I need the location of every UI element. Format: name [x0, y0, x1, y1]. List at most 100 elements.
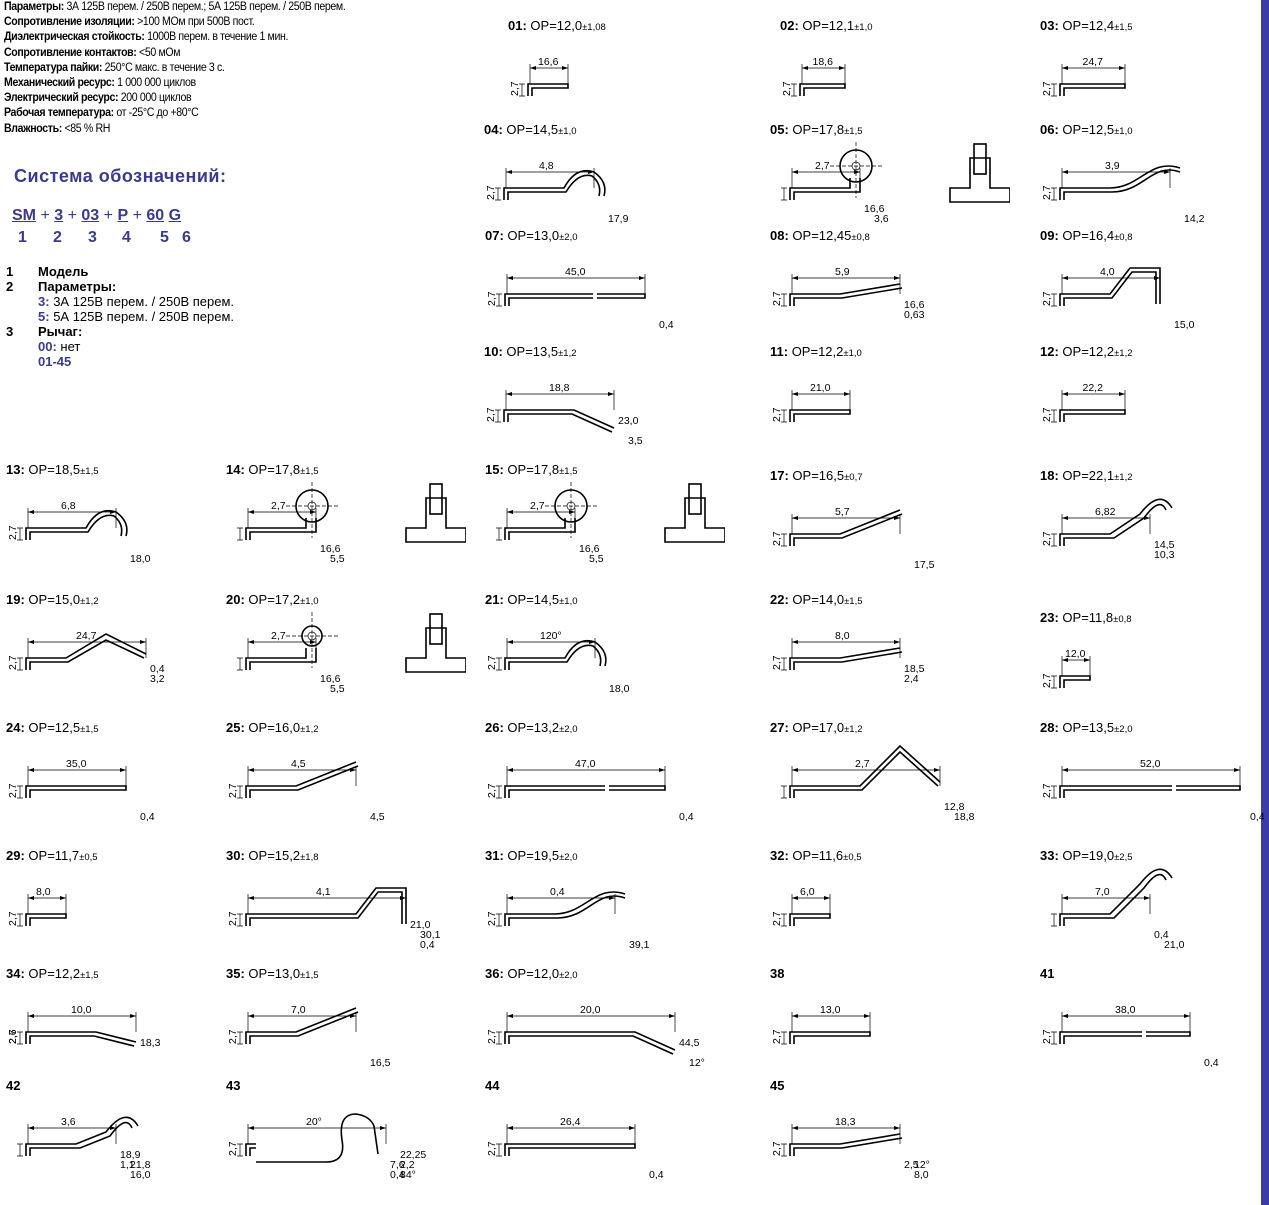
dimension-label: 8,0: [835, 630, 850, 642]
lever-13-label: 13: OP=18,5±1,5: [6, 462, 99, 477]
dimension-label: 16,6: [904, 299, 925, 311]
dimension-label: 10,3: [1154, 549, 1175, 561]
dimension-label: 2,7: [486, 1141, 498, 1156]
spec-row: Диэлектрическая стойкость: 1000В перем. …: [4, 31, 289, 44]
lever-drawing-svg: 20,02,712°44,5: [486, 1004, 705, 1069]
lever-3-label: 03: OP=12,4±1,5: [1040, 18, 1133, 33]
dimension-label: 16,6: [320, 673, 341, 685]
legend-row: 01-45: [38, 354, 72, 369]
spec-row: Влажность: <85 % RH: [4, 122, 111, 135]
dimension-label: 0,4: [150, 663, 165, 675]
dimension-label: 4,5: [291, 758, 306, 770]
lever-drawing-svg: 2,712,818,8: [781, 744, 975, 823]
dimension-label: 20°: [306, 1116, 322, 1128]
lever-drawing-svg: 6,82,718,0: [7, 500, 151, 565]
lever-2-label: 02: OP=12,1±1,0: [780, 18, 873, 33]
dimension-label: 16,6: [579, 543, 600, 555]
dimension-label: 6,8: [61, 500, 76, 512]
dimension-label: 2,7: [227, 911, 239, 926]
dimension-label: 0,4: [390, 1169, 405, 1181]
dimension-label: 4,8: [539, 160, 554, 172]
lever-8-label: 08: OP=12,45±0,8: [770, 228, 870, 243]
dimension-label: 2,7: [1041, 673, 1053, 688]
dimension-label: 2,7: [227, 1029, 239, 1044]
dimension-label: 2,7: [1041, 185, 1053, 200]
dimension-label: 6,82: [1095, 506, 1116, 518]
lever-drawing-svg: 2,716,65,5: [237, 482, 467, 565]
lever-drawing-svg: 2,716,63,6: [781, 142, 1011, 225]
lever-34-label: 35: OP=13,0±1,5: [226, 966, 319, 981]
lever-drawing-svg: 3,92,714,2: [1041, 160, 1205, 225]
dimension-label: 5,9: [835, 266, 850, 278]
dimension-label: 2,4: [904, 673, 919, 685]
lever-drawing-svg: 20°7,684°2,72,20,422,25: [227, 1113, 426, 1181]
dimension-label: 12,0: [1065, 648, 1086, 660]
dimension-label: 21,0: [1164, 939, 1185, 951]
dimension-label: 0,4: [140, 811, 155, 823]
dimension-label: 18,3: [835, 1116, 856, 1128]
lever-26-label: 27: OP=17,0±1,2: [770, 720, 863, 735]
lever-21-label: 22: OP=14,0±1,5: [770, 592, 863, 607]
dimension-label: 2,7: [7, 655, 19, 670]
lever-31-label: 32: OP=11,6±0,5: [770, 848, 862, 863]
dimension-label: 0,4: [1154, 929, 1169, 941]
spec-row: Температура пайки: 250°С макс. в течение…: [4, 61, 225, 74]
lever-drawing-svg: 2,716,65,5: [237, 612, 467, 695]
dimension-label: 7,0: [1095, 886, 1110, 898]
dimension-label: 8,0: [36, 886, 51, 898]
spec-row: Параметры: 3А 125В перем. / 250В перем.;…: [4, 1, 346, 13]
lever-39-label: 43: [226, 1078, 241, 1093]
dimension-label: 20,0: [580, 1004, 601, 1016]
dimension-label: 2,7: [485, 407, 497, 422]
dimension-label: 2,7: [1041, 291, 1053, 306]
dimension-label: 35,0: [66, 758, 87, 770]
dimension-label: 2,7: [771, 531, 783, 546]
lever-drawing-svg: 38,02,70,4: [1041, 1004, 1219, 1069]
dimension-label: 47,0: [575, 758, 596, 770]
dimension-label: 23,0: [618, 415, 639, 427]
dimension-label: 2,7: [771, 911, 783, 926]
legend-row: 00: нет: [38, 339, 81, 354]
lever-drawing-svg: 13,02,7: [771, 1004, 871, 1045]
spec-row: Сопротивление контактов: <50 мОм: [4, 46, 181, 59]
dimension-label: 18,3: [140, 1037, 161, 1049]
lever-drawing-svg: 18,62,7: [781, 56, 846, 97]
dimension-label: 1,1: [120, 1159, 135, 1171]
dimension-label: 24,7: [1083, 56, 1104, 68]
dimension-label: 2,7: [271, 500, 286, 512]
dimension-label: 2,7: [7, 911, 19, 926]
dimension-label: 2,2: [400, 1159, 415, 1171]
lever-drawing-svg: 6,02,7: [771, 886, 831, 927]
lever-1-label: 01: OP=12,0±1,08: [508, 18, 606, 33]
dimension-label: 2,7: [509, 81, 521, 96]
dimension-label: 3,6: [874, 213, 889, 225]
dimension-label: 5,5: [330, 683, 345, 695]
lever-38-label: 42: [6, 1078, 21, 1093]
dimension-label: 0,4: [649, 1169, 664, 1181]
lever-drawing-svg: 8,0 2,7: [7, 886, 67, 927]
dimension-label: 15,0: [1174, 319, 1195, 331]
